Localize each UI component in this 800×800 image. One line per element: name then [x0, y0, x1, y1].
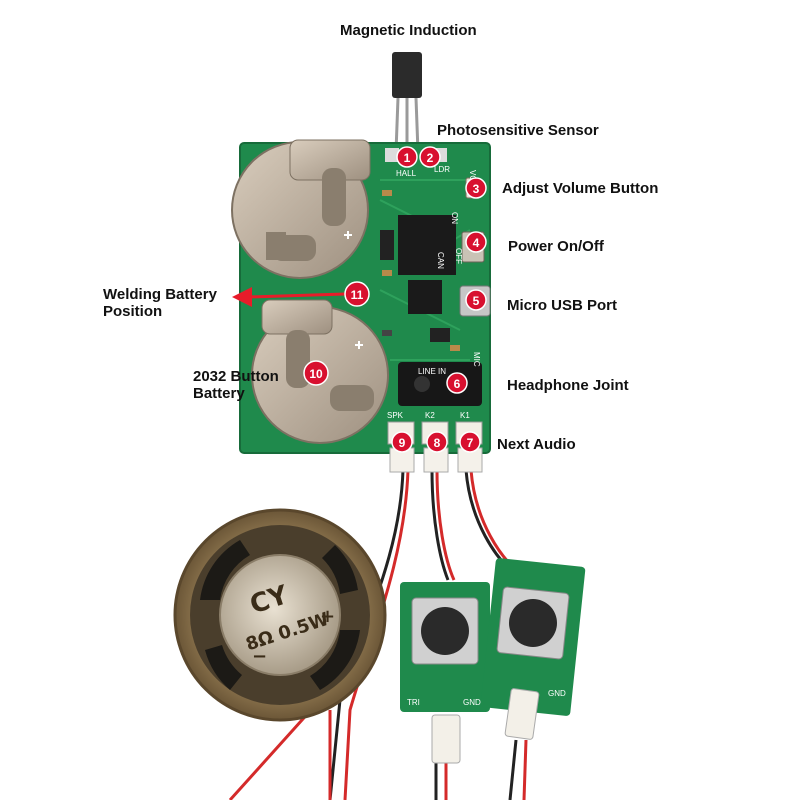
- svg-text:4: 4: [473, 236, 480, 250]
- label-welding-battery: Welding Battery Position: [103, 286, 217, 320]
- label-welding-battery-line1: Welding Battery: [103, 286, 217, 303]
- speaker-plus: +: [320, 606, 335, 627]
- badge-4: 4: [465, 231, 487, 253]
- silk-mic: MIC: [472, 352, 481, 367]
- badge-5: 5: [465, 289, 487, 311]
- badge-9: 9: [391, 431, 413, 453]
- svg-text:5: 5: [473, 294, 480, 308]
- svg-text:3: 3: [473, 182, 480, 196]
- badge-7: 7: [459, 431, 481, 453]
- svg-text:9: 9: [399, 436, 406, 450]
- welding-battery-arrow: [232, 287, 346, 307]
- label-micro-usb-port: Micro USB Port: [507, 297, 618, 314]
- silk-k2: K2: [425, 411, 435, 420]
- badge-3: 3: [465, 177, 487, 199]
- svg-text:6: 6: [454, 377, 461, 391]
- label-next-audio: Next Audio: [497, 436, 576, 453]
- silk-off: OFF: [454, 248, 463, 264]
- silk-can: CAN: [436, 252, 445, 269]
- label-adjust-volume-button: Adjust Volume Button: [502, 180, 659, 197]
- label-button-battery: 2032 Button Battery: [193, 368, 279, 402]
- badge-10: 10: [303, 360, 329, 386]
- silk-gnd-right: GND: [548, 689, 566, 698]
- svg-text:11: 11: [351, 288, 364, 302]
- svg-text:10: 10: [309, 367, 323, 381]
- silk-spk: SPK: [387, 411, 404, 420]
- svg-text:8: 8: [434, 436, 441, 450]
- svg-text:2: 2: [427, 151, 434, 165]
- trigger-button-right: [480, 558, 586, 740]
- label-power-on-off: Power On/Off: [508, 238, 604, 255]
- svg-text:7: 7: [467, 436, 474, 450]
- trigger-button-left: [400, 582, 490, 764]
- badge-1: 1: [396, 146, 418, 168]
- silk-ldr: LDR: [434, 165, 450, 174]
- svg-text:1: 1: [404, 151, 411, 165]
- battery-holder-top: [231, 139, 371, 279]
- badge-11: 11: [344, 281, 370, 307]
- label-button-battery-line1: 2032 Button: [193, 368, 279, 385]
- speaker: [173, 508, 387, 722]
- label-welding-battery-line2: Position: [103, 303, 163, 320]
- silk-on: ON: [450, 212, 459, 224]
- speaker-minus: −: [252, 646, 267, 667]
- silk-k1: K1: [460, 411, 470, 420]
- label-headphone-joint: Headphone Joint: [507, 377, 629, 394]
- silk-hall: HALL: [396, 169, 417, 178]
- silk-tri-left: TRI: [407, 698, 420, 707]
- silk-line-in: LINE IN: [418, 367, 446, 376]
- label-button-battery-line2: Battery: [193, 385, 245, 402]
- badge-2: 2: [419, 146, 441, 168]
- badge-6: 6: [446, 372, 468, 394]
- label-photosensitive-sensor: Photosensitive Sensor: [437, 122, 599, 139]
- badge-8: 8: [426, 431, 448, 453]
- hall-sensor: [392, 52, 422, 153]
- label-magnetic-induction: Magnetic Induction: [340, 22, 477, 39]
- silk-gnd-left: GND: [463, 698, 481, 707]
